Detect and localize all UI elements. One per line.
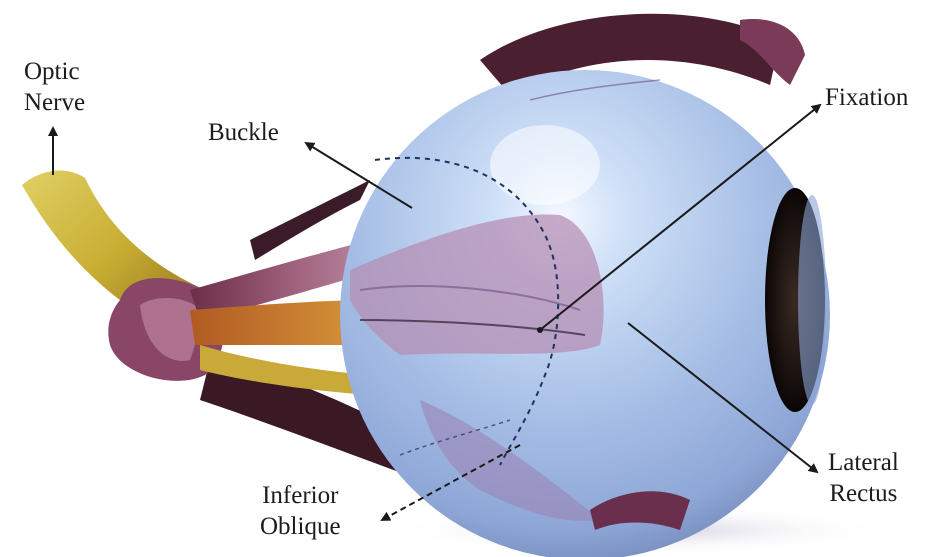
specular-highlight xyxy=(490,125,600,205)
cornea xyxy=(798,195,826,405)
label-fixation: Fixation xyxy=(825,82,908,113)
label-optic-nerve: Optic Nerve xyxy=(24,56,85,118)
label-lateral-rectus: Lateral Rectus xyxy=(828,447,899,509)
label-optic-nerve-line1: Optic xyxy=(24,56,85,87)
label-inferior-oblique-line1: Inferior xyxy=(260,480,341,511)
label-buckle: Buckle xyxy=(208,117,279,148)
fixation-point xyxy=(537,327,543,333)
label-lateral-rectus-line1: Lateral xyxy=(828,447,899,478)
label-lateral-rectus-line2: Rectus xyxy=(828,478,899,509)
label-inferior-oblique: Inferior Oblique xyxy=(260,480,341,542)
label-inferior-oblique-line2: Oblique xyxy=(260,511,341,542)
label-optic-nerve-line2: Nerve xyxy=(24,87,85,118)
